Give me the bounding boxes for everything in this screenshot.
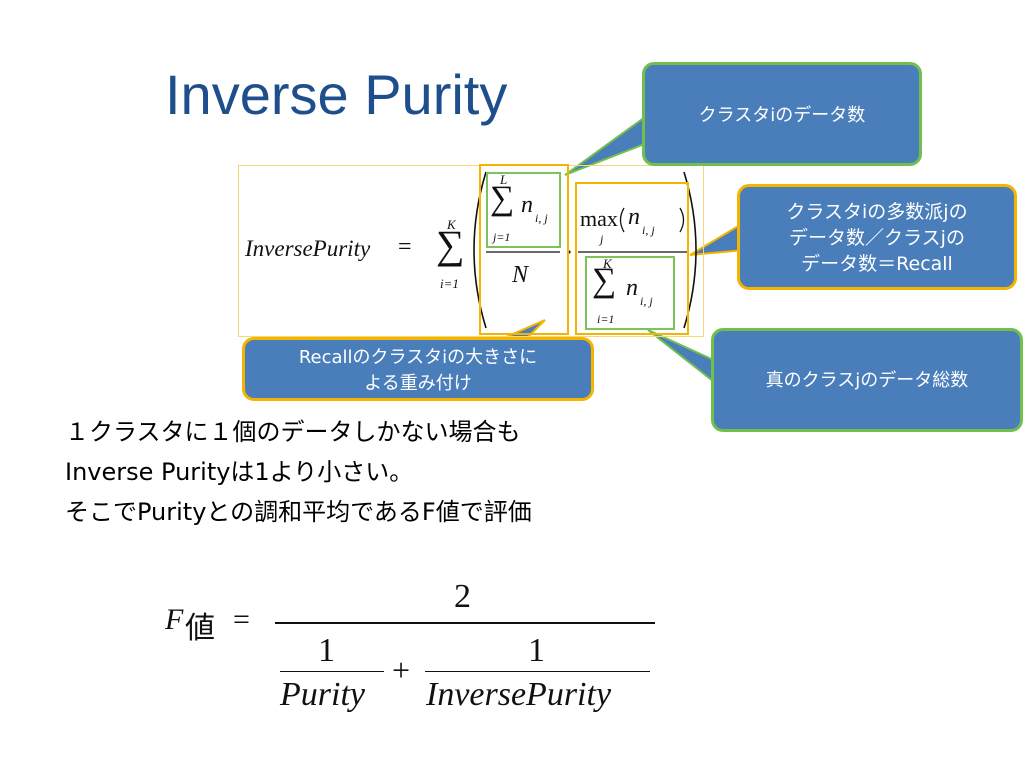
callout-majority-line2: データ数／クラスjの <box>789 227 965 249</box>
formula-equals: = <box>398 234 412 260</box>
inner-sum-lower: j=1 <box>493 230 511 244</box>
denominator-n: N <box>512 262 529 288</box>
f-equals: = <box>233 603 250 636</box>
callout-majority-line3: データ数＝Recall <box>801 253 953 275</box>
f-measure-formula: F 値 = 2 1 Purity + 1 InversePurity <box>160 570 660 730</box>
f-term1-den: Purity <box>280 676 365 713</box>
slide-title: Inverse Purity <box>165 63 508 126</box>
callout-true-class-total-text: 真のクラスjのデータ総数 <box>765 370 969 391</box>
body-line-2: Inverse Purityは1より小さい。 <box>65 458 414 486</box>
inner-n-subscript: i, j <box>535 211 548 225</box>
highlight-right-fraction <box>575 182 689 335</box>
lower-n-subscript: i, j <box>640 294 653 308</box>
callout-majority-line1: クラスタiの多数派jの <box>786 201 968 223</box>
highlight-left-fraction <box>479 164 569 335</box>
f-numerator: 2 <box>454 578 471 615</box>
callout-cluster-data-count: クラスタiのデータ数 <box>642 62 922 166</box>
sum-upper-k: K <box>447 217 456 232</box>
f-term1-bar <box>280 671 384 672</box>
f-term2-bar <box>425 671 650 672</box>
f-term1-num: 1 <box>318 632 335 669</box>
formula-lhs: InversePurity <box>245 236 371 261</box>
callout-weighting-line2: よる重み付け <box>364 373 472 394</box>
lower-sum-lower: i=1 <box>597 312 615 326</box>
callout-weighting-line1: Recallのクラスタiの大きさに <box>298 347 538 368</box>
inner-sum-symbol: ∑ <box>490 180 515 217</box>
f-lhs-f: F <box>165 603 184 636</box>
highlight-lower-sum <box>585 256 675 330</box>
inner-n: n <box>521 192 533 218</box>
inner-sum-upper: L <box>500 172 508 187</box>
callout-cluster-data-count-text: クラスタiのデータ数 <box>698 105 866 126</box>
inverse-purity-formula <box>238 165 704 337</box>
callout-weighting: Recallのクラスタiの大きさに よる重み付け <box>242 337 594 401</box>
f-term2-num: 1 <box>528 632 545 669</box>
body-line-1: １クラスタに１個のデータしかない場合も <box>65 418 521 446</box>
f-main-fraction-bar <box>275 622 655 624</box>
max-n-subscript: i, j <box>642 223 655 237</box>
lower-sum-symbol: ∑ <box>592 262 617 299</box>
f-term2-den: InversePurity <box>426 676 612 713</box>
max-subscript: j <box>600 232 604 246</box>
f-plus: + <box>392 652 411 688</box>
sum-lower: i=1 <box>440 276 459 291</box>
callout-majority-recall: クラスタiの多数派jの データ数／クラスjの データ数＝Recall <box>737 184 1017 290</box>
body-line-3: そこでPurityとの調和平均であるF値で評価 <box>65 498 532 526</box>
max-n: n <box>628 204 640 230</box>
highlight-inner-sum <box>486 172 561 248</box>
lower-n: n <box>626 275 638 301</box>
lower-sum-upper: K <box>603 256 612 271</box>
f-lhs-kanji: 値 <box>185 611 215 646</box>
max-label: max <box>580 206 618 231</box>
callout-true-class-total: 真のクラスjのデータ総数 <box>711 328 1023 432</box>
sum-symbol: ∑ <box>436 222 465 267</box>
